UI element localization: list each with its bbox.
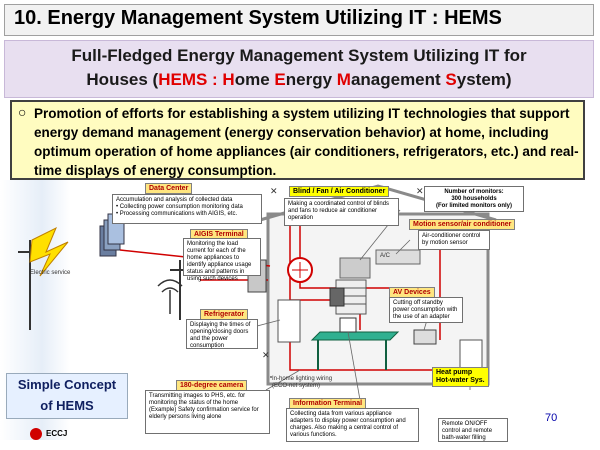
lightning-icon: [29, 226, 69, 277]
bin-icon: [329, 287, 345, 307]
eccj-logo-icon: [30, 428, 42, 440]
fan-icon: [287, 257, 313, 283]
monitors-line-1: Number of monitors:: [444, 189, 504, 195]
table-icon: [310, 331, 400, 370]
page-number: 70: [545, 412, 558, 424]
information-terminal-icon: [339, 317, 357, 333]
bullet-box: ○ Promotion of efforts for establishing …: [10, 100, 585, 180]
heat-pump-tag-line-1: Heat pump: [436, 369, 473, 376]
av-device-icon: [413, 329, 437, 345]
heat-pump-tag-line-2: Hot-water Sys.: [436, 377, 485, 384]
monitors-line-3: (For limited monitors only): [436, 203, 512, 209]
subtitle-panel: [4, 40, 594, 98]
air-conditioner-icon: [339, 257, 371, 279]
bullet-mark-icon: ○: [18, 104, 27, 120]
electric-service-label: Electric service: [30, 270, 71, 276]
camera-callout: Transmitting images to PHS, etc. for mon…: [145, 390, 270, 434]
refrigerator-callout: Displaying the times of opening/closing …: [186, 319, 258, 349]
information-terminal-callout: Collecting data from various appliance a…: [286, 408, 419, 442]
blind-tag: Blind / Fan / Air Conditioner: [289, 186, 390, 197]
monitors-line-2: 300 households: [451, 196, 497, 202]
monitors-box: Number of monitors: 300 households (For …: [424, 186, 524, 212]
antenna-icon: [157, 279, 183, 314]
subtitle-line-2: Houses (HEMS : Home Energy Management Sy…: [86, 70, 512, 89]
concept-line-1: Simple Concept: [17, 377, 117, 392]
aigis-callout: Monitoring the load current for each of …: [183, 238, 261, 282]
heat-pump-tag: Heat pump Hot-water Sys.: [432, 367, 489, 387]
eccj-logo-text: ECCJ: [46, 429, 68, 438]
ac-label: A/C: [380, 253, 391, 259]
subtitle-line-1: Full-Fledged Energy Management System Ut…: [71, 46, 527, 65]
heat-pump-callout: Remote ON/OFF control and remote bath-wa…: [438, 418, 508, 442]
concept-box: [6, 373, 128, 419]
svg-text:✕: ✕: [270, 186, 278, 196]
svg-text:✕: ✕: [262, 350, 270, 360]
bullet-text: Promotion of efforts for establishing a …: [34, 106, 579, 178]
lighting-wiring-label: In-home lighting wiring (ECO-net system): [272, 376, 333, 389]
indoor-unit-icon: [375, 249, 421, 265]
refrigerator-icon: [277, 299, 301, 343]
page-title: 10. Energy Management System Utilizing I…: [14, 7, 502, 29]
data-center-tag: Data Center: [145, 183, 193, 194]
title-bar: [4, 4, 594, 36]
svg-text:✕: ✕: [416, 186, 424, 196]
concept-line-2: of HEMS: [40, 398, 94, 413]
motion-sensor-tag: Motion sensor/air conditioner: [409, 219, 516, 230]
av-devices-callout: Cutting off standby power consumption wi…: [389, 297, 463, 323]
hems-diagram: ✕ ✕ ✕: [18, 184, 497, 401]
motion-sensor-callout: Air-conditioner control by motion sensor: [418, 230, 490, 250]
blind-callout: Making a coordinated control of blinds a…: [284, 198, 399, 226]
data-center-callout: Accumulation and analysis of collected d…: [112, 194, 262, 224]
